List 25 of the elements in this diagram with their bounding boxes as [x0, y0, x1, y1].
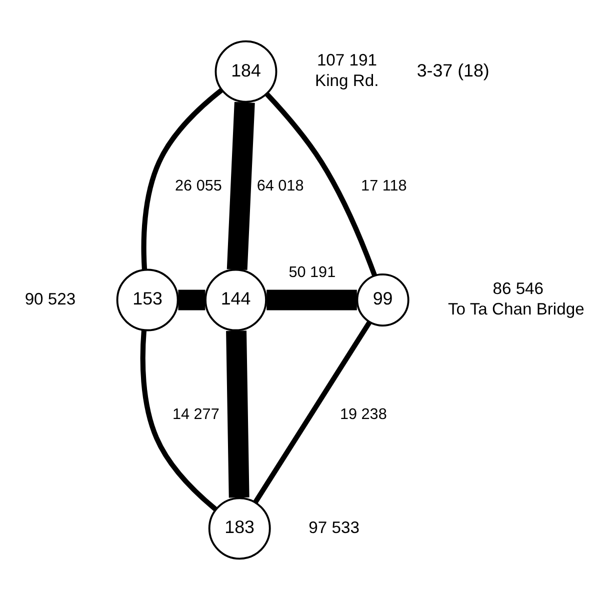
edge-label: 26 055	[175, 176, 222, 194]
node-circle: 184	[214, 40, 278, 102]
connector	[226, 330, 250, 498]
node-label: 107 191	[316, 50, 377, 70]
connector	[141, 88, 223, 270]
node-label: 90 523	[24, 288, 76, 308]
connector	[140, 330, 218, 511]
edge-label: 14 277	[172, 405, 220, 422]
connector	[266, 289, 357, 310]
connector	[265, 92, 378, 276]
connector	[178, 289, 206, 310]
label: 3-37 (18)	[416, 60, 490, 80]
node-label: 86 546	[492, 278, 544, 298]
node-label: To Ta Chan Bridge	[448, 299, 584, 318]
node-label: 97 533	[308, 517, 360, 536]
node-circle: 144	[204, 268, 267, 331]
edge-label: 50 191	[288, 264, 336, 281]
edge-label: 64 018	[256, 176, 304, 194]
edge-label: 19 238	[340, 405, 387, 422]
edge-label: 17 118	[361, 176, 407, 194]
node-circle: 99	[356, 272, 410, 326]
connector	[253, 320, 372, 504]
node-label: King Rd.	[315, 70, 379, 90]
node-circle: 183	[208, 496, 271, 560]
node-circle: 153	[116, 268, 179, 331]
